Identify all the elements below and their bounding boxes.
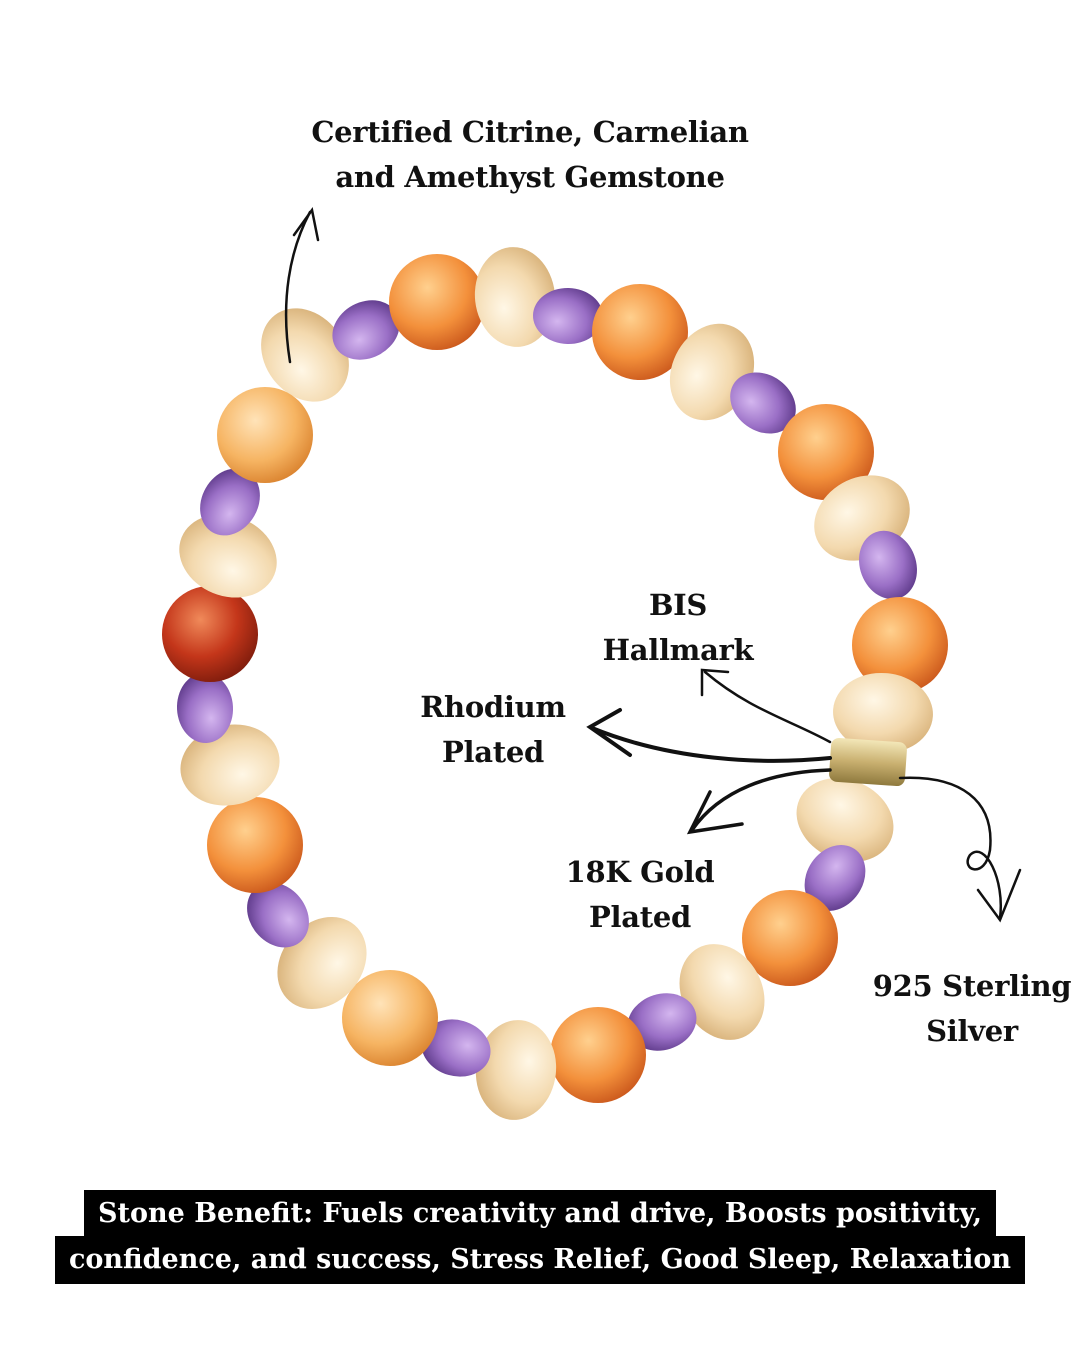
gold-arrowhead [686,790,744,835]
rhodium-arrow [590,726,832,763]
silver-arrowhead [976,868,1022,923]
bis-arrowhead [700,668,730,697]
gold-plated-label: 18K Gold Plated [540,850,740,940]
citrine-bead [796,778,894,862]
benefit-line1: Stone Benefit: Fuels creativity and driv… [84,1190,996,1238]
bis-hallmark-label: BIS Hallmark [588,583,768,673]
amethyst-bead [200,468,260,536]
bead-strand [162,247,948,1120]
gemstone-label-line1: Certified Citrine, Carnelian [311,115,749,149]
citrine-bead [475,1020,557,1120]
carnelian-bead [217,387,313,483]
amethyst-bead [859,530,917,600]
silver-label-line2: Silver [926,1014,1018,1048]
silver-label-line1: 925 Sterling [872,969,1072,1003]
benefit-line2: confidence, and success, Stress Relief, … [54,1236,1026,1284]
amethyst-bead [421,1019,491,1077]
carnelian-bead [389,254,485,350]
carnelian-bead [207,797,303,893]
gemstone-arrow [284,210,312,364]
carnelian-bead [778,404,874,500]
amethyst-bead [533,287,603,345]
silver-spacer-bead [829,737,907,787]
gold-label-line1: 18K Gold [565,855,715,889]
carnelian-bead [342,970,438,1066]
rhodium-label-line2: Plated [442,735,544,769]
amethyst-bead [730,372,796,434]
carnelian-bead [550,1007,646,1103]
gold-label-line2: Plated [589,900,691,934]
rhodium-arrowhead [586,708,632,757]
citrine-bead [833,672,933,754]
carnelian-bead [742,890,838,986]
annotation-arrows [284,206,1022,923]
gemstone-label-line2: and Amethyst Gemstone [335,160,725,194]
carnelian-bead [852,597,948,693]
amethyst-bead [247,882,309,948]
bis-arrow [703,670,832,744]
bis-label-line2: Hallmark [602,633,754,667]
amethyst-bead [332,300,400,360]
citrine-bead [180,724,280,806]
citrine-bead [179,514,277,598]
gemstone-arrowhead [292,206,320,242]
gemstone-label: Certified Citrine, Carnelian and Amethys… [300,110,760,200]
citrine-bead [261,308,349,402]
amethyst-bead [627,993,697,1051]
silver-arrow [898,776,1003,920]
amethyst-bead [804,845,866,911]
rhodium-label-line1: Rhodium [420,690,566,724]
red-carnelian-bead [162,586,258,682]
stone-benefit-banner: Stone Benefit: Fuels creativity and driv… [0,1190,1080,1284]
amethyst-bead [176,673,234,743]
sterling-silver-label: 925 Sterling Silver [862,964,1080,1054]
bis-label-line1: BIS [648,588,708,622]
rhodium-plated-label: Rhodium Plated [400,685,586,775]
gold-arrow [690,768,832,832]
carnelian-bead [592,284,688,380]
citrine-bead [679,944,765,1040]
